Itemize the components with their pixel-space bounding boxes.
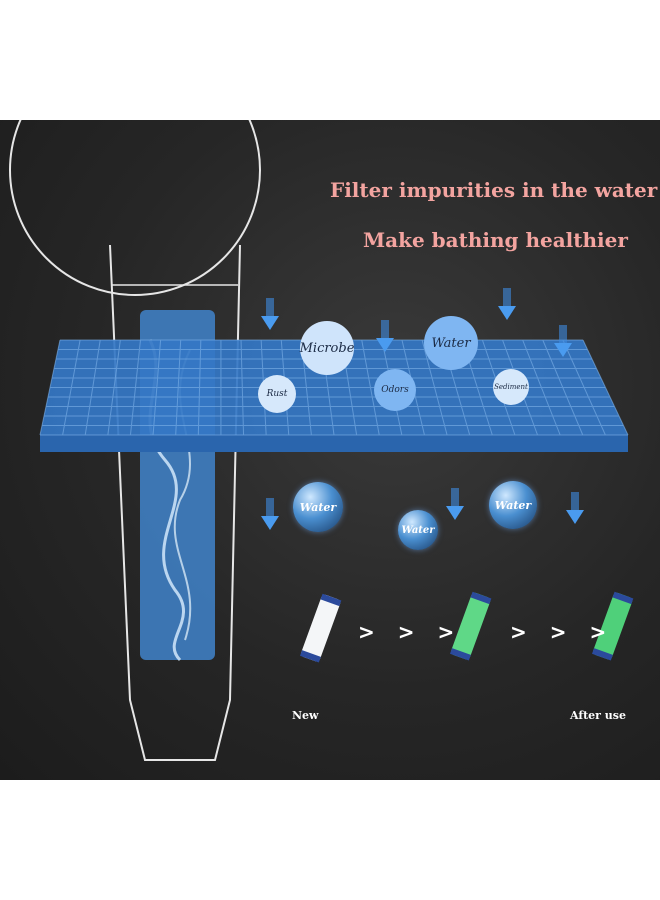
water-bubble: Water bbox=[398, 510, 438, 550]
down-arrow-icon bbox=[554, 325, 572, 357]
used-filter-icon bbox=[592, 591, 634, 661]
impurity-odors: Odors bbox=[374, 369, 416, 411]
down-arrow-icon bbox=[376, 320, 394, 352]
down-arrow-icon bbox=[498, 288, 516, 320]
progress-arrows: > > > bbox=[510, 620, 615, 644]
after-use-label: After use bbox=[570, 709, 626, 722]
impurity-sediment: Sediment bbox=[493, 369, 529, 405]
product-illustration: Filter impurities in the water Make bath… bbox=[0, 120, 660, 780]
water-bubble: Water bbox=[293, 482, 343, 532]
headline-line2: Make bathing healthier bbox=[363, 228, 628, 252]
impurity-water: Water bbox=[424, 316, 478, 370]
shower-head-outline bbox=[9, 120, 629, 761]
impurity-rust: Rust bbox=[258, 375, 296, 413]
down-arrow-icon bbox=[446, 488, 464, 520]
headline-line1: Filter impurities in the water bbox=[330, 178, 658, 202]
new-label: New bbox=[292, 709, 319, 722]
water-bubble: Water bbox=[489, 481, 537, 529]
down-arrow-icon bbox=[566, 492, 584, 524]
new-filter-icon bbox=[300, 593, 342, 663]
down-arrow-icon bbox=[261, 498, 279, 530]
progress-arrows: > > > bbox=[358, 620, 463, 644]
down-arrow-icon bbox=[261, 298, 279, 330]
impurity-microbe: Microbe bbox=[300, 321, 354, 375]
used-filter-icon bbox=[450, 591, 492, 661]
